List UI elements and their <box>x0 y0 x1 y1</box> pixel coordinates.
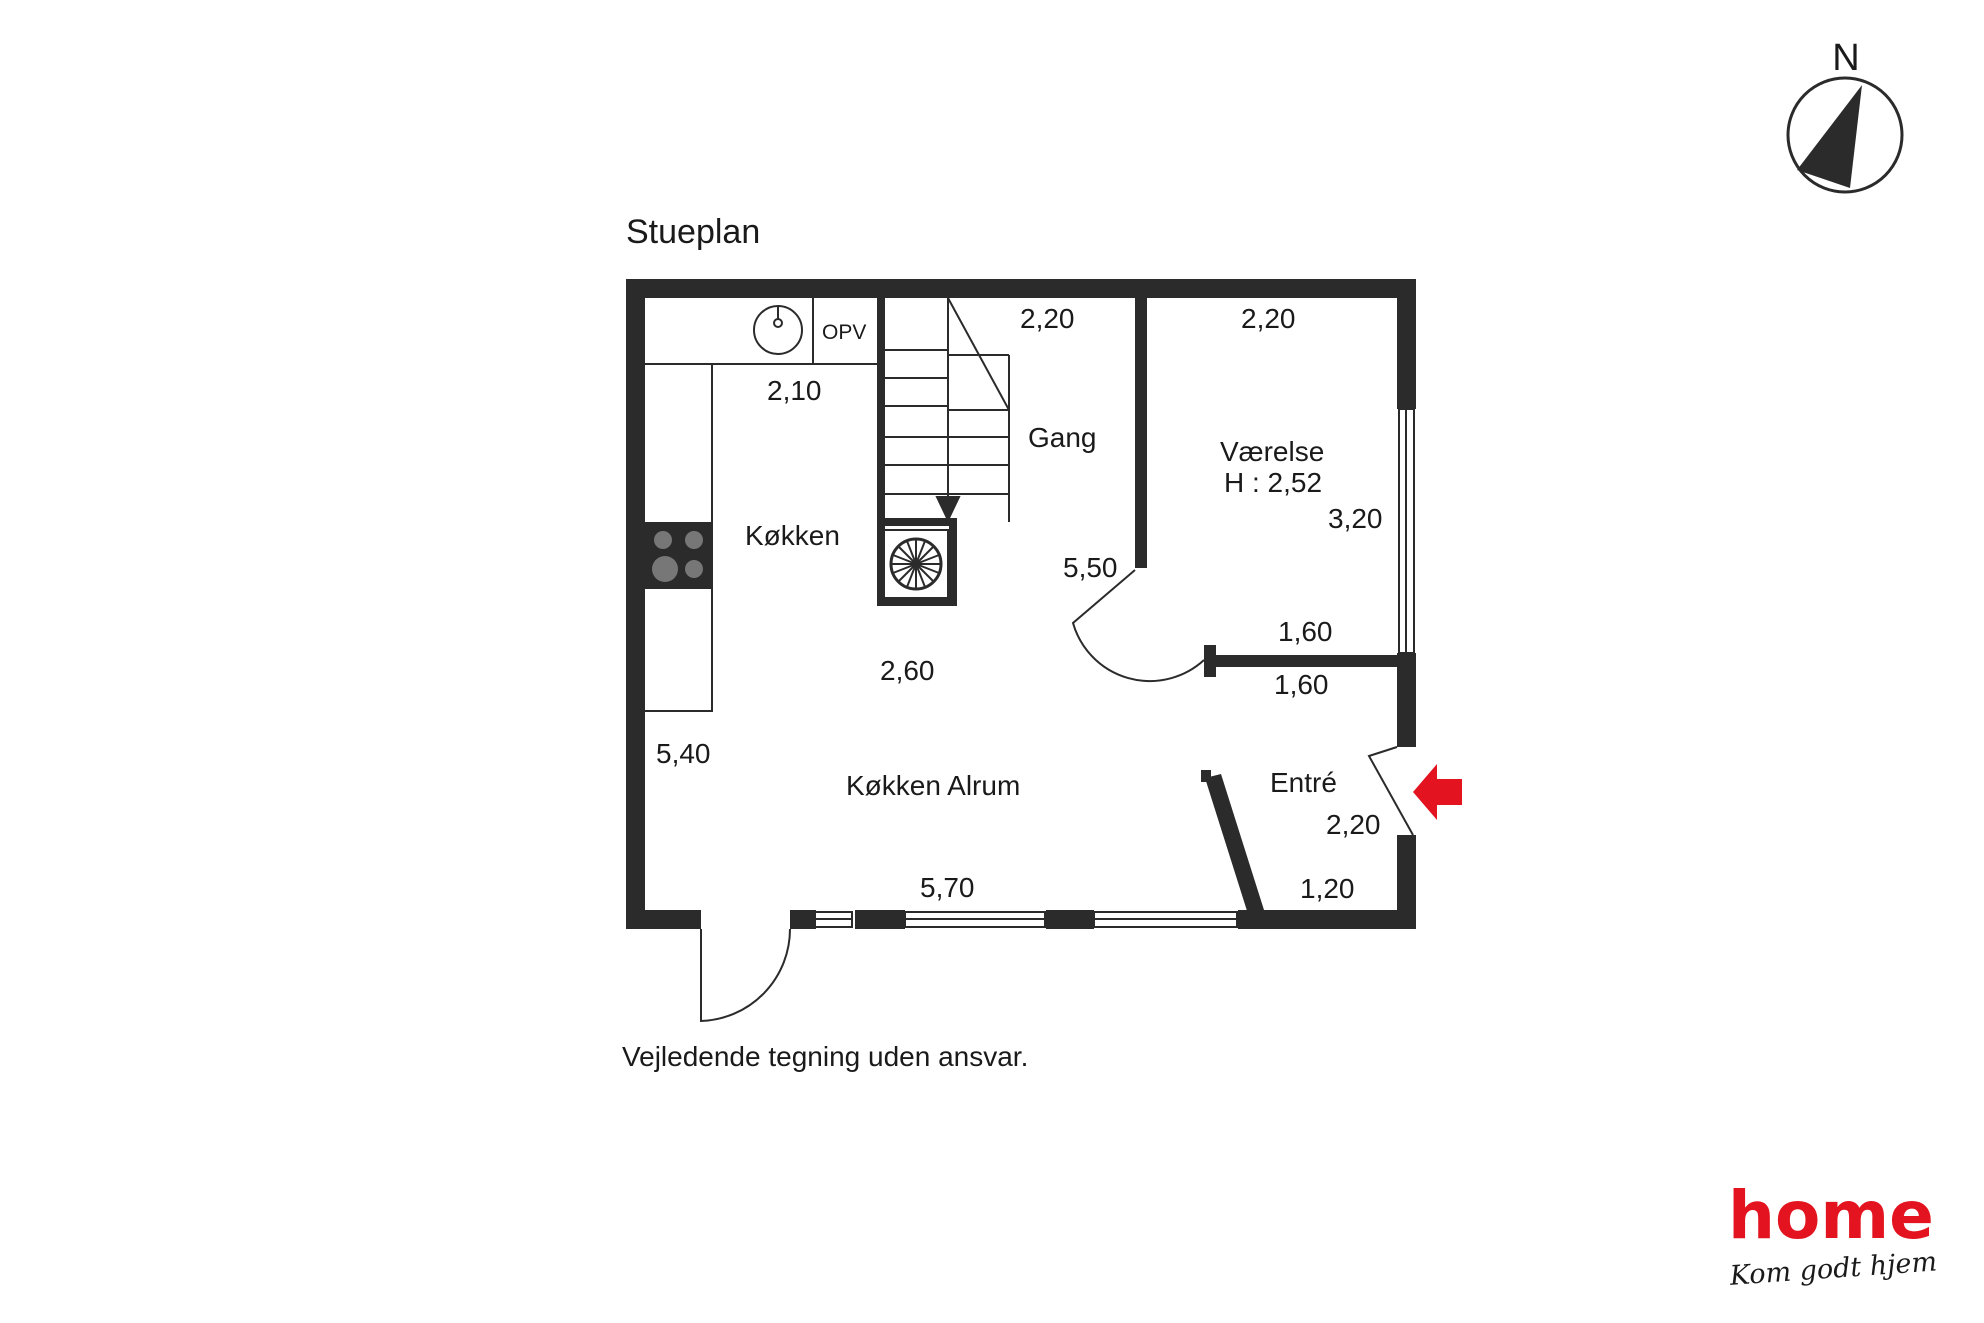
windows <box>790 408 1415 928</box>
dimension-label: 5,40 <box>656 738 711 769</box>
stairs <box>885 297 1010 523</box>
dimension-label: 1,60 <box>1278 616 1333 647</box>
garden-door <box>700 928 791 1023</box>
north-label: N <box>1832 37 1859 79</box>
dimension-label: 2,20 <box>1241 303 1296 334</box>
utility-label: OPV <box>822 321 866 344</box>
dimension-label: 2,60 <box>880 655 935 686</box>
brand-logo: home Kom godt hjem <box>1728 1177 1938 1292</box>
brand-name: home <box>1728 1177 1934 1254</box>
bedroom-door <box>1071 569 1205 683</box>
dimension-label: 5,50 <box>1063 552 1118 583</box>
room-label-hall: Gang <box>1028 422 1097 453</box>
entrance-arrow-icon <box>1413 764 1462 820</box>
plan-title: Stueplan <box>626 213 760 251</box>
kitchen-fittings <box>645 298 878 712</box>
dimension-label: 3,20 <box>1328 503 1383 534</box>
interior-walls <box>877 298 1397 914</box>
dimension-label: 2,20 <box>1326 809 1381 840</box>
room-label-bedroom: Værelse <box>1220 436 1324 467</box>
disclaimer: Vejledende tegning uden ansvar. <box>622 1041 1028 1072</box>
dimension-label: 2,10 <box>767 375 822 406</box>
dimension-label: 1,20 <box>1300 873 1355 904</box>
sink-icon <box>753 305 803 355</box>
doors <box>700 569 1414 1023</box>
room-label-kitchen: Køkken <box>745 520 840 551</box>
dimension-label: 2,20 <box>1020 303 1075 334</box>
outer-walls <box>626 279 1416 929</box>
room-label-kitchen-family-room: Køkken Alrum <box>846 770 1020 801</box>
room-label-bedroom-height: H : 2,52 <box>1224 467 1322 498</box>
dimension-label: 1,60 <box>1274 669 1329 700</box>
cooktop-icon <box>645 522 712 589</box>
entrance-door <box>1367 746 1414 836</box>
dimension-label: 5,70 <box>920 872 975 903</box>
room-label-entrance: Entré <box>1270 767 1337 798</box>
stove-icon <box>883 529 949 599</box>
compass-icon: N <box>1786 37 1904 194</box>
